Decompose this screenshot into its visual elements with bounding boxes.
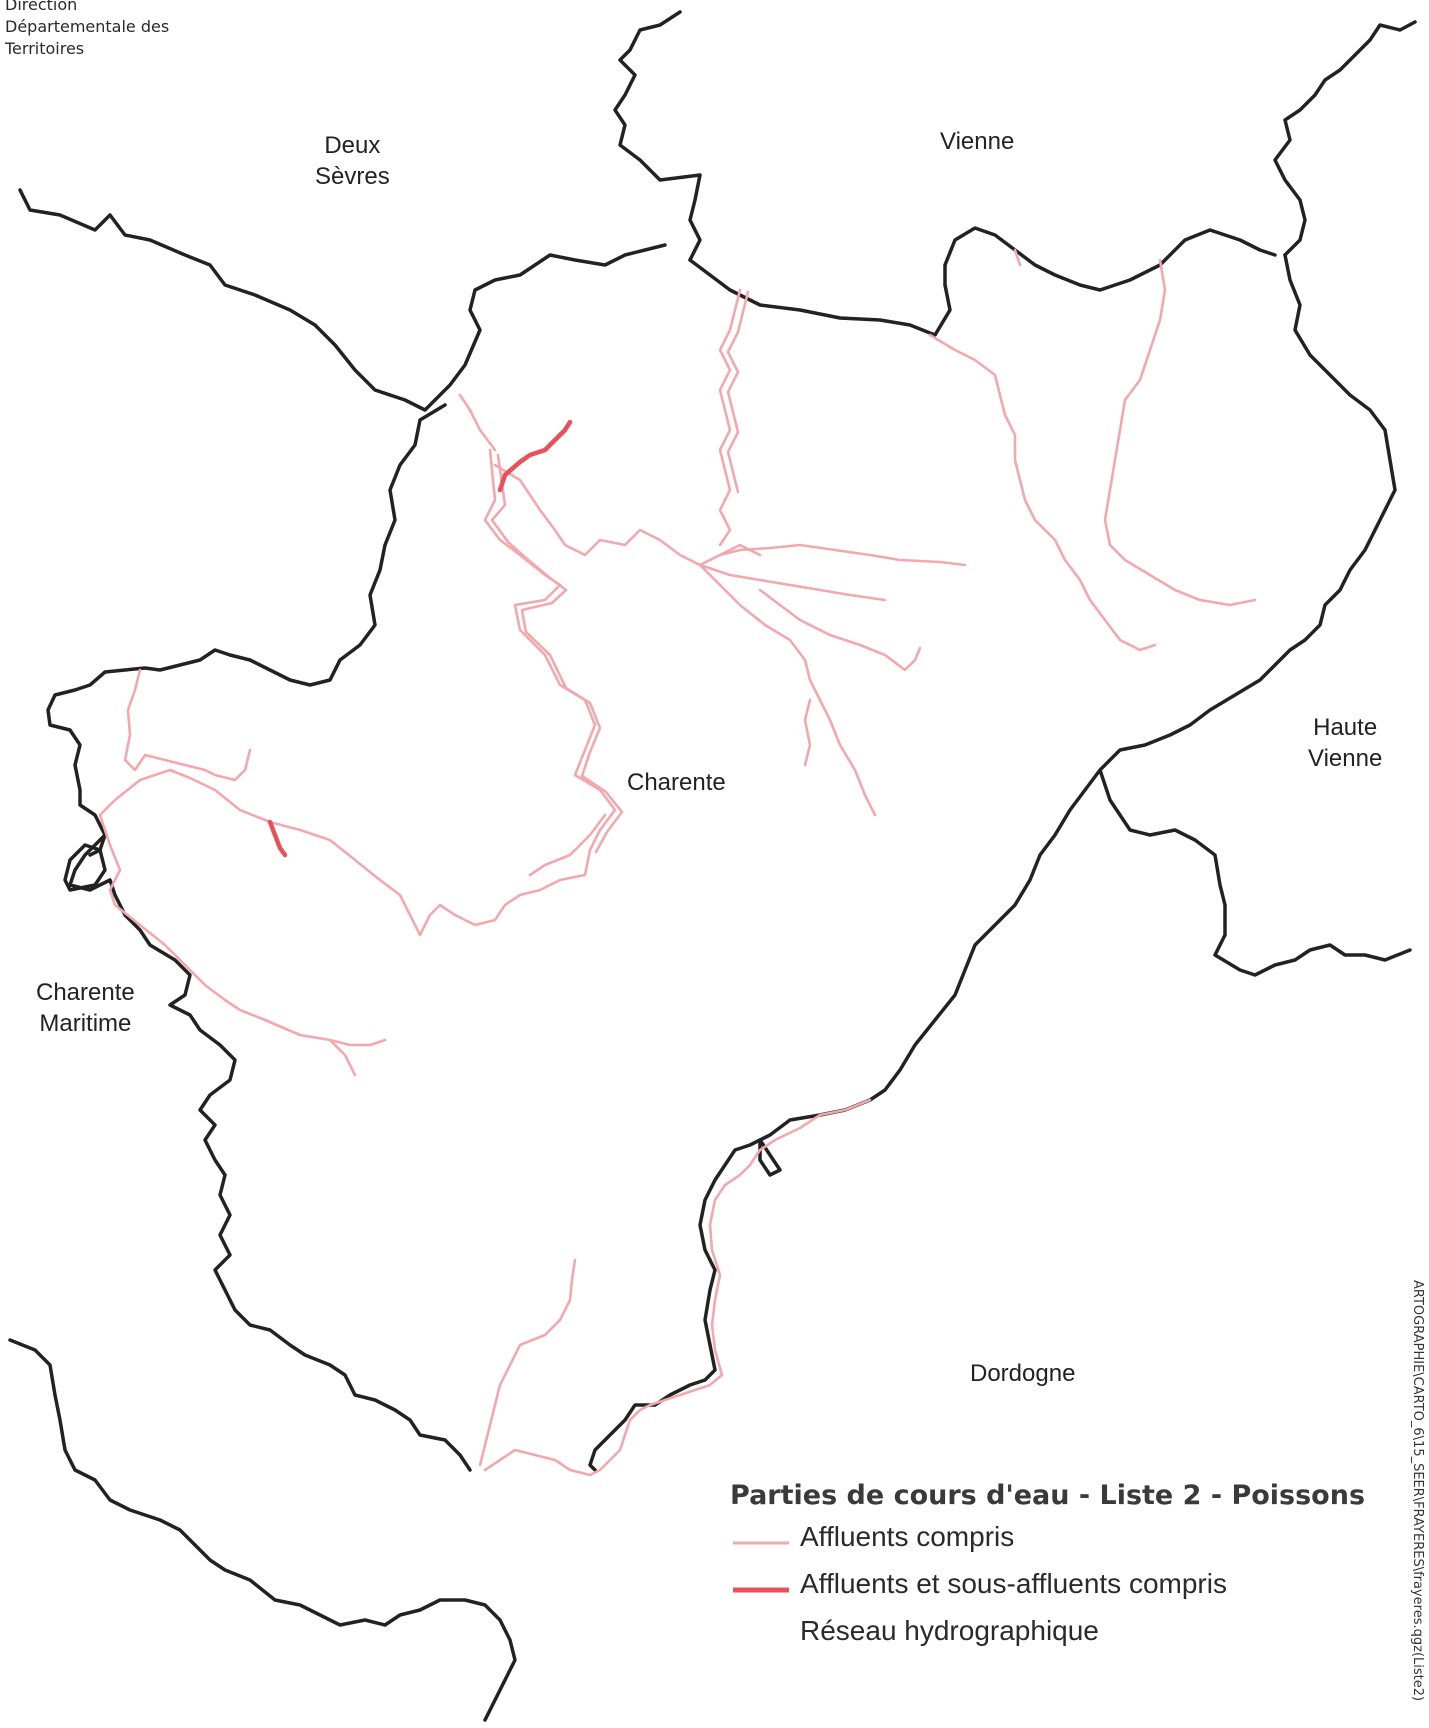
river-west-1	[123, 668, 207, 772]
river-red-west	[267, 819, 288, 858]
river-south-1	[483, 1373, 724, 1477]
label-haute-vienne: Haute Vienne	[1308, 714, 1383, 772]
legend-item-label: Réseau hydrographique	[800, 1615, 1099, 1646]
legend: Parties de cours d'eau - Liste 2 - Poiss…	[730, 1480, 1365, 1658]
river-seugne	[328, 1038, 357, 1077]
river-tributary-1	[698, 563, 877, 817]
header-line: Départementale des	[5, 17, 170, 36]
river-south-2	[478, 1258, 577, 1467]
border-charente-north	[688, 226, 1277, 337]
river-north-1	[458, 393, 497, 452]
river-charente-main	[98, 448, 617, 937]
legend-item: Affluents compris	[730, 1517, 1365, 1564]
border-vienne-east	[1273, 20, 1417, 257]
border-haute-vienne	[1098, 768, 1412, 977]
river-north-3	[718, 543, 967, 567]
legend-swatches	[733, 1541, 789, 1593]
river-north-4	[698, 563, 887, 602]
river-east-2	[1103, 258, 1257, 607]
river-charente-main-2	[490, 453, 624, 854]
legend-item: Réseau hydrographique	[730, 1611, 1365, 1658]
label-charente-maritime: Charente Maritime	[36, 979, 135, 1037]
river-east-1	[928, 333, 1157, 652]
label-charente: Charente	[627, 769, 726, 796]
legend-item-label: Affluents compris	[800, 1521, 1015, 1552]
legend-item: Affluents et sous-affluents compris	[730, 1564, 1365, 1611]
river-west-2	[203, 748, 252, 782]
river-estuary	[98, 813, 387, 1047]
river-lower-main-2	[528, 813, 607, 877]
border-charente-west	[46, 403, 447, 857]
border-deux-sevres	[18, 188, 667, 412]
border-vienne-north	[613, 10, 702, 262]
header-block: Direction Départementale des Territoires	[5, 0, 169, 60]
file-path-text: ARTOGRAPHIE\CARTO_6\15_SEER\FRAYERES\fra…	[1410, 1280, 1425, 1702]
river-tributary-3	[803, 698, 812, 767]
border-charente-maritime	[68, 833, 472, 1472]
border-dordogne	[588, 1098, 872, 1472]
label-deux-sevres: Deux Sèvres	[315, 132, 390, 190]
header-line: Territoires	[5, 39, 85, 58]
river-vienne-2	[726, 290, 750, 494]
border-dordogne-south	[8, 1338, 517, 1722]
label-dordogne: Dordogne	[970, 1360, 1076, 1387]
river-vienne-1	[718, 288, 742, 547]
river-north-2	[493, 463, 762, 567]
legend-item-label: Affluents et sous-affluents compris	[800, 1568, 1227, 1599]
border-enclave-west	[63, 843, 107, 892]
river-dordogne-border	[708, 1098, 872, 1377]
label-vienne: Vienne	[940, 128, 1015, 155]
river-tributary-2	[758, 588, 922, 672]
river-east-3	[1013, 248, 1022, 267]
river-red-north	[497, 419, 573, 493]
border-charente-east	[868, 253, 1397, 1102]
border-enclave-south	[758, 1138, 782, 1177]
header-line: Direction	[5, 0, 78, 14]
legend-title: Parties de cours d'eau - Liste 2 - Poiss…	[730, 1480, 1366, 1511]
